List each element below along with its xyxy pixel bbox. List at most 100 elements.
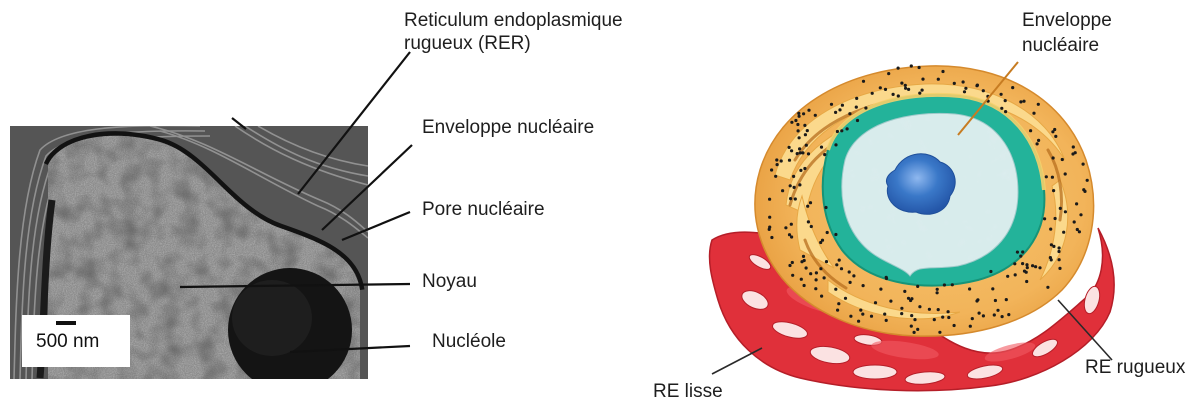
ribosome-dot — [768, 216, 771, 219]
ribosome-dot — [1007, 313, 1010, 316]
ribosome-dot — [1037, 103, 1040, 106]
ribosome-dot — [1051, 176, 1054, 179]
ribosome-dot — [913, 331, 916, 334]
ribosome-dot — [904, 87, 907, 90]
ribosome-dot — [936, 291, 939, 294]
ribosome-dot — [838, 259, 841, 262]
ribosome-dot — [991, 287, 994, 290]
ribosome-dot — [794, 197, 797, 200]
ribosome-dot — [885, 276, 888, 279]
ribosome-dot — [916, 328, 919, 331]
ribosome-dot — [799, 169, 802, 172]
ribosome-dot — [943, 283, 946, 286]
ribosome-dot — [801, 151, 804, 154]
ribosome-dot — [1019, 100, 1022, 103]
ribosome-dot — [1021, 250, 1024, 253]
ribosome-dot — [814, 114, 817, 117]
ribosome-dot — [907, 297, 910, 300]
ribosome-dot — [976, 84, 979, 87]
ribosome-dot — [770, 236, 773, 239]
ribosome-dot — [770, 168, 773, 171]
ribosome-dot — [803, 259, 806, 262]
ribosome-dot — [913, 318, 916, 321]
ribosome-dot — [806, 129, 809, 132]
ribosome-dot — [879, 86, 882, 89]
ribosome-dot — [1004, 110, 1007, 113]
ribosome-dot — [798, 115, 801, 118]
ribosome-dot — [809, 201, 812, 204]
ribosome-dot — [792, 175, 795, 178]
ribosome-dot — [790, 223, 793, 226]
ribosome-dot — [1049, 228, 1052, 231]
label-nuclear-envelope: Enveloppe nucléaire — [422, 117, 594, 139]
ribosome-dot — [1000, 93, 1003, 96]
ribosome-dot — [884, 88, 887, 91]
ribosome-dot — [1045, 175, 1048, 178]
ribosome-dot — [793, 186, 796, 189]
ribosome-dot — [776, 163, 779, 166]
ribosome-dot — [844, 297, 847, 300]
ribosome-dot — [837, 302, 840, 305]
ribosome-dot — [1058, 246, 1061, 249]
label-envelope-line2: nucléaire — [1022, 35, 1099, 57]
ribosome-dot — [1072, 145, 1075, 148]
ribosome-dot — [804, 133, 807, 136]
ribosome-dot — [964, 87, 967, 90]
ribosome-dot — [1082, 163, 1085, 166]
ribosome-dot — [921, 78, 924, 81]
ribosome-dot — [921, 89, 924, 92]
label-rer-line2: rugueux (RER) — [404, 33, 531, 55]
ribosome-dot — [784, 226, 787, 229]
ribosome-dot — [982, 314, 985, 317]
ribosome-dot — [796, 123, 799, 126]
ribosome-dot — [937, 308, 940, 311]
ribosome-dot — [807, 109, 810, 112]
ribosome-dot — [1086, 179, 1089, 182]
ribosome-dot — [1032, 112, 1035, 115]
ribosome-dot — [1013, 262, 1016, 265]
ribosome-dot — [806, 205, 809, 208]
ribosome-dot — [879, 288, 882, 291]
ribosome-dot — [820, 146, 823, 149]
ribosome-dot — [774, 175, 777, 178]
ribosome-dot — [963, 90, 966, 93]
ribosome-dot — [788, 146, 791, 149]
ribosome-dot — [790, 121, 793, 124]
ribosome-dot — [798, 183, 801, 186]
ribosome-dot — [910, 297, 913, 300]
ribosome-dot — [1037, 139, 1040, 142]
ribosome-dot — [994, 299, 997, 302]
ribosome-dot — [947, 310, 950, 313]
ribosome-dot — [830, 103, 833, 106]
ribosome-dot — [1079, 213, 1082, 216]
ribosome-dot — [814, 287, 817, 290]
label-nucleus: Noyau — [422, 271, 477, 293]
ribosome-dot — [788, 233, 791, 236]
ribosome-dot — [852, 274, 855, 277]
ribosome-dot — [807, 220, 810, 223]
ribosome-dot — [918, 66, 921, 69]
ribosome-dot — [1026, 266, 1029, 269]
ribosome-dot — [975, 299, 978, 302]
ribosome-dot — [834, 111, 837, 114]
ribosome-dot — [1071, 152, 1074, 155]
ribosome-dot — [803, 284, 806, 287]
ribosome-dot — [803, 167, 806, 170]
ribosome-dot — [1083, 190, 1086, 193]
ribosome-dot — [846, 127, 849, 130]
ribosome-dot — [1011, 86, 1014, 89]
ribosome-dot — [775, 158, 778, 161]
ribosome-dot — [953, 82, 956, 85]
ribosome-dot — [903, 290, 906, 293]
ribosome-dot — [802, 255, 805, 258]
ribosome-dot — [874, 301, 877, 304]
ribosome-dot — [1025, 271, 1028, 274]
ribosome-dot — [856, 119, 859, 122]
ribosome-dot — [1022, 100, 1025, 103]
ribosome-dot — [834, 143, 837, 146]
ribosome-dot — [838, 108, 841, 111]
ribosome-dot — [1062, 231, 1065, 234]
ribosome-dot — [810, 225, 813, 228]
ribosome-dot — [848, 112, 851, 115]
ribosome-dot — [768, 228, 771, 231]
